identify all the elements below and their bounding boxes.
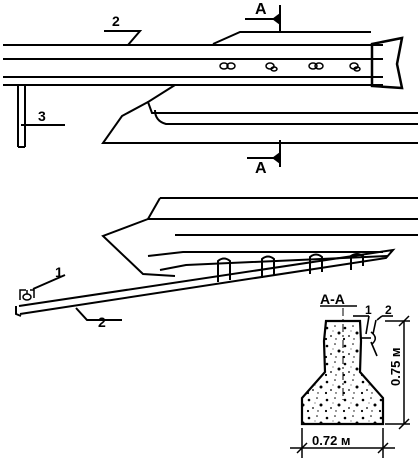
barrier-plan <box>101 31 418 144</box>
plan-view <box>3 5 418 167</box>
guard-rail-elevation <box>15 248 396 317</box>
callout-2-section: 2 <box>385 303 392 317</box>
post-plan <box>17 85 26 148</box>
section-mark-bottom-label: A <box>255 160 267 177</box>
callout-2-plan: 2 <box>112 13 120 29</box>
elevation-view <box>15 197 418 321</box>
callout-1-section: 1 <box>365 303 372 317</box>
leader-2-elevation <box>75 307 122 321</box>
rail-section <box>353 315 393 357</box>
callout-2-elevation: 2 <box>98 314 106 330</box>
barrier-cross-section <box>300 319 385 426</box>
section-a-a: A-A 1 2 0.75 м <box>290 291 410 458</box>
height-dimension-label: 0.75 м <box>388 347 403 386</box>
guard-rail-plan <box>3 44 383 86</box>
section-title: A-A <box>320 291 345 307</box>
barrier-elevation <box>101 197 418 277</box>
height-dimension <box>385 315 410 430</box>
section-mark-bottom <box>247 140 281 167</box>
leader-1-elevation <box>32 274 66 290</box>
leader-2-plan <box>104 30 143 46</box>
section-mark-top <box>245 5 281 31</box>
callout-1-elevation: 1 <box>55 264 63 280</box>
width-dimension <box>290 428 395 458</box>
callout-3-plan: 3 <box>38 108 46 124</box>
section-mark-top-label: A <box>255 1 267 18</box>
anchor-elevation <box>19 289 35 301</box>
width-dimension-label: 0.72 м <box>312 433 351 448</box>
rail-bolts <box>219 62 361 72</box>
rail-end-terminal <box>370 36 404 90</box>
